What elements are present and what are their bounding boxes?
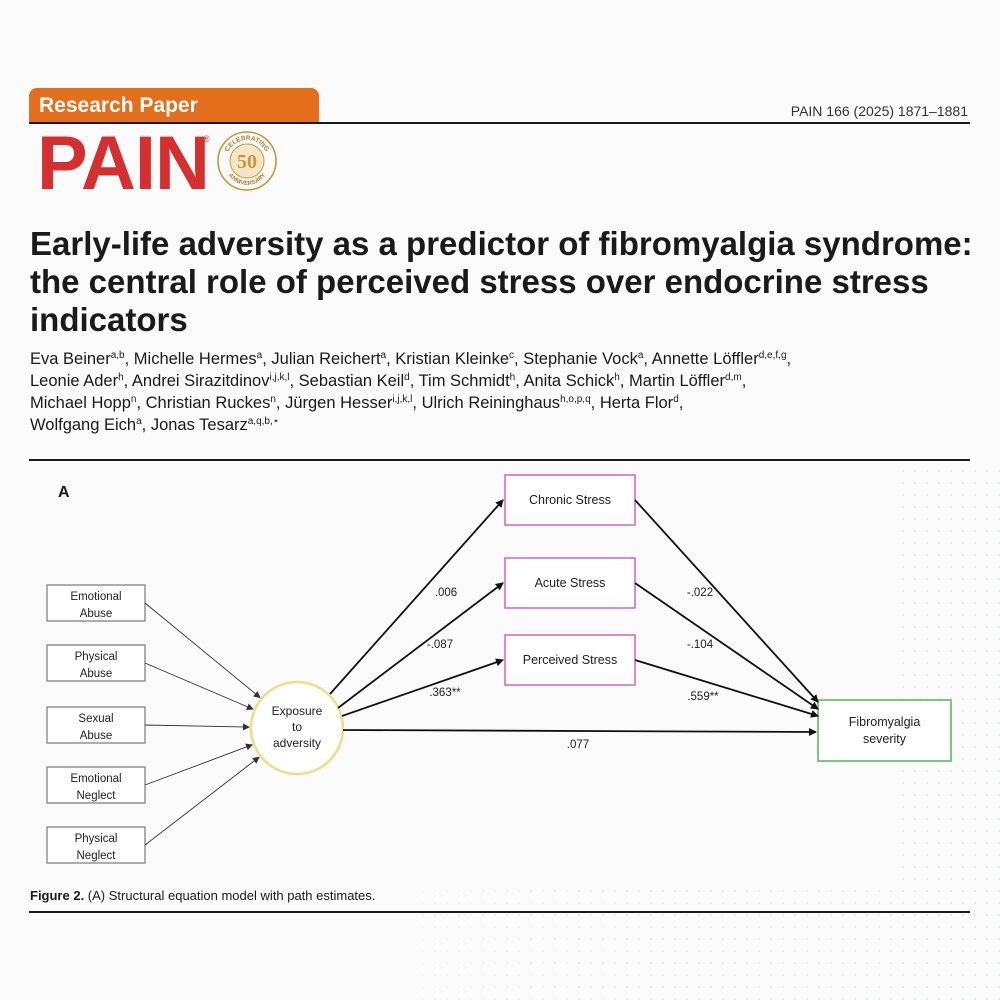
path-a-estimate: -.087 [427, 639, 453, 651]
author-name: Jürgen Hesser [285, 394, 393, 412]
author-affiliation: a,b [110, 350, 125, 361]
author-name: Julian Reichert [271, 350, 381, 368]
path-a-estimate: .006 [435, 587, 457, 599]
author-affiliation: d,m [725, 372, 742, 383]
registered-mark: ® [203, 134, 210, 144]
author-affiliation: h [118, 372, 124, 383]
outcome-box [817, 699, 952, 762]
author-affiliation: d [404, 372, 410, 383]
author-name: Andrei Sirazitdinov [131, 372, 270, 390]
indicator-path [144, 662, 254, 710]
journal-logo: PAIN [37, 121, 210, 206]
author-name: Herta Flor [599, 394, 674, 412]
indicator-path [144, 743, 253, 786]
indicator-path [144, 723, 251, 731]
author-name: Kristian Kleinke [395, 350, 510, 368]
author-name: Leonie Ader [30, 372, 119, 390]
author-name: Martin Löffler [629, 372, 726, 390]
author-affiliation: d [673, 394, 679, 405]
path-b-arrow [634, 659, 819, 718]
author-affiliation: a [637, 350, 644, 361]
article-title: Early-life adversity as a predictor of f… [30, 225, 973, 338]
mediator-box [504, 557, 636, 609]
author-name: Sebastian Keil [298, 372, 405, 390]
mediator-box [504, 474, 636, 526]
figure-caption-label: Figure 2. [30, 888, 85, 903]
path-b-estimate: -.022 [687, 587, 713, 599]
indicator-box [46, 706, 146, 744]
figure-caption-text: (A) Structural equation model with path … [84, 888, 376, 903]
mediator-box [504, 634, 636, 686]
path-a-arrow [337, 582, 504, 709]
indicator-box [46, 826, 146, 864]
author-affiliation: i,j,k,l [392, 394, 413, 405]
anniversary-badge-icon: CELEBRATING ANNIVERSARY 50 [217, 131, 277, 191]
author-list: Eva Beinera,b, Michelle Hermesa, Julian … [30, 350, 792, 434]
author-name: Michelle Hermes [133, 350, 257, 368]
svg-text:50: 50 [237, 151, 257, 173]
direct-path-arrow [342, 727, 817, 736]
author-name: Stephanie Vock [523, 350, 638, 368]
author-affiliation: a,q,b,⋆ [247, 416, 280, 427]
author-affiliation: h [614, 372, 620, 383]
author-name: Anita Schick [523, 372, 615, 390]
author-name: Ulrich Reininghaus [421, 394, 561, 412]
author-affiliation: h,o,p,q [560, 394, 591, 405]
author-affiliation: d,e,f,g [758, 350, 787, 361]
author-name: Michael Hopp [30, 394, 131, 412]
author-name: Annette Löffler [651, 350, 759, 368]
indicator-box [46, 644, 146, 682]
author-affiliation: n [130, 394, 137, 405]
direct-path-estimate: .077 [567, 739, 589, 751]
author-name: Christian Ruckes [145, 394, 271, 412]
figure-bottom-rule [29, 911, 970, 913]
mediator-label: Chronic Stress [529, 493, 611, 507]
path-a-arrow [329, 499, 504, 695]
journal-citation: PAIN 166 (2025) 1871–1881 [790, 103, 968, 119]
author-affiliation: h [509, 372, 516, 383]
indicator-path [144, 756, 260, 846]
author-name: Eva Beiner [30, 350, 111, 368]
mediator-label: Perceived Stress [523, 653, 617, 667]
path-b-estimate: .559** [687, 691, 719, 703]
figure-panel-label: A [58, 484, 70, 501]
figure-caption: Figure 2. (A) Structural equation model … [30, 888, 375, 903]
author-affiliation: n [270, 394, 276, 405]
author-affiliation: a [136, 416, 142, 427]
path-b-arrow [634, 499, 819, 703]
path-b-arrow [634, 582, 819, 710]
author-name: Wolfgang Eich [30, 416, 137, 434]
path-a-arrow [341, 658, 504, 717]
mediator-label: Acute Stress [535, 576, 606, 590]
latent-variable-node [249, 680, 345, 776]
figure-top-rule [29, 459, 970, 461]
author-affiliation: c [509, 350, 515, 361]
author-name: Tim Schmidt [418, 372, 510, 390]
header-rule [29, 122, 970, 124]
author-affiliation: i,j,k,l [269, 372, 290, 383]
path-b-estimate: -.104 [687, 639, 714, 651]
indicator-path [144, 602, 261, 699]
author-name: Jonas Tesarz [150, 416, 248, 434]
indicator-box [46, 584, 146, 622]
path-a-estimate: .363** [429, 687, 461, 699]
article-type-label: Research Paper [29, 88, 319, 122]
author-affiliation: a [256, 350, 263, 361]
author-affiliation: a [380, 350, 387, 361]
